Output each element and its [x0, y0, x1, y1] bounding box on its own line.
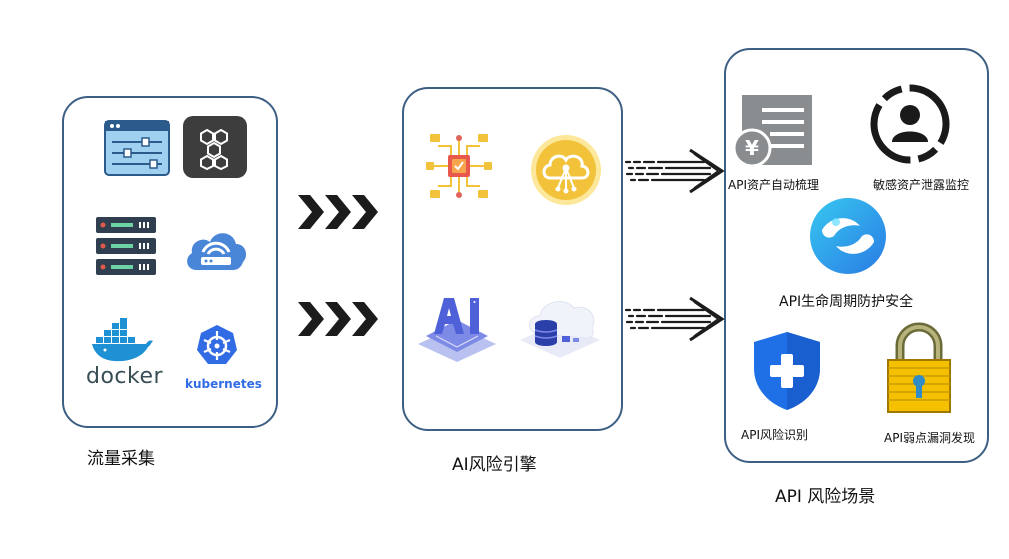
- shield-plus-icon: [754, 332, 820, 410]
- swirl-logo-icon: [810, 198, 886, 274]
- chevron-arrows-icon: [298, 195, 378, 229]
- cloud-network-icon: [531, 135, 601, 205]
- server-rack-icon: [96, 217, 156, 275]
- api-risk-scenarios-title: API 风险场景: [775, 487, 876, 507]
- sensitive-asset-monitoring-label: 敏感资产泄露监控: [873, 178, 970, 192]
- traffic-collection-title: 流量采集: [87, 449, 155, 469]
- docker-whale-icon: [92, 318, 153, 362]
- api-asset-sorting-label: API资产自动梳理: [728, 178, 819, 192]
- speed-arrow-icon: [624, 296, 725, 342]
- docker-label: docker: [86, 364, 164, 389]
- chevron-arrows-icon: [298, 302, 378, 336]
- api-risk-identification-label: API风险识别: [741, 428, 808, 442]
- api-lifecycle-protection-label: API生命周期防护安全: [779, 294, 914, 310]
- kubernetes-label: kubernetes: [185, 377, 262, 391]
- control-panel-icon: [104, 120, 170, 176]
- padlock-icon: [887, 322, 951, 413]
- document-yuan-icon: ¥: [734, 95, 812, 168]
- user-circle-icon: [870, 84, 950, 164]
- cloud-router-icon: [187, 233, 247, 270]
- ai-chip-icon: [418, 298, 496, 362]
- kubernetes-wheel-icon: [197, 325, 237, 364]
- svg-text:¥: ¥: [745, 136, 759, 160]
- speed-arrow-icon: [624, 148, 725, 194]
- api-vulnerability-discovery-label: API弱点漏洞发现: [884, 431, 975, 445]
- circuit-board-icon: [426, 134, 492, 198]
- ai-risk-engine-title: AI风险引擎: [452, 455, 537, 475]
- hexagon-cluster-icon: [183, 116, 247, 178]
- database-cloud-icon: [520, 301, 600, 358]
